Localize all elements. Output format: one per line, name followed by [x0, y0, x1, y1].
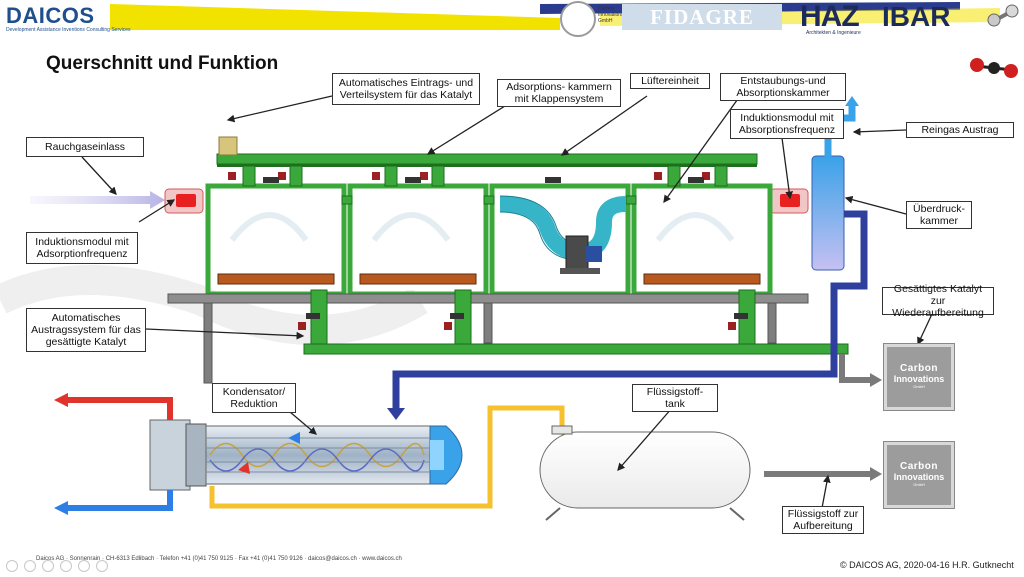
- induction-module-left: [164, 188, 204, 214]
- label-luefter: Lüftereinheit: [630, 73, 710, 89]
- molecule-logo-icon: [987, 4, 1019, 27]
- haz-tagline: Architekten & Ingenieure: [806, 30, 861, 36]
- daicos-logo: DAICOS: [6, 3, 95, 28]
- label-ueberdruck: Überdruck- kammer: [906, 201, 972, 229]
- carbon-innovations-box-liquid: Carbon Innovations GmbH: [883, 441, 955, 509]
- haz-logo: HAZ: [800, 0, 860, 33]
- label-kondensator: Kondensator/ Reduktion: [212, 383, 296, 413]
- label-adsorptionskammern: Adsorptions- kammern mit Klappensystem: [497, 79, 621, 107]
- carbon-box-line3: GmbH: [913, 482, 925, 487]
- grey-arrow-liquid: [870, 467, 882, 481]
- label-fluessigstofftank: Flüssigstoff- tank: [632, 384, 718, 412]
- fidagre-logo: FIDAGRE: [622, 4, 782, 30]
- liquid-tank: [539, 425, 751, 521]
- carbon-innovations-box-catalyst: Carbon Innovations GmbH: [883, 343, 955, 411]
- carbon-box-line1: Carbon: [900, 461, 938, 472]
- top-distribution-pipe: [216, 153, 758, 165]
- nav-slides-icon[interactable]: [78, 560, 90, 572]
- flue-gas-inlet-arrow: [30, 191, 165, 209]
- flap-arrows: [229, 212, 735, 242]
- valve-handles: [228, 172, 710, 180]
- red-outlet-pipe: [66, 397, 173, 420]
- label-reingas: Reingas Austrag: [906, 122, 1014, 138]
- nav-prev-icon[interactable]: [6, 560, 18, 572]
- carbon-box-line1: Carbon: [900, 363, 938, 374]
- footer-contact: Daicos AG · Sonnenrain · CH-6313 Edlibac…: [36, 556, 402, 562]
- nav-pen-icon[interactable]: [42, 560, 54, 572]
- discharge-actuators: [306, 313, 748, 319]
- feed-hopper: [218, 136, 238, 156]
- label-induktion-right: Induktionsmodul mit Absorptionsfrequenz: [730, 109, 844, 139]
- blue-outlet-pipe: [66, 490, 173, 511]
- condenser-coil: [209, 442, 425, 472]
- red-outlet-arrow: [54, 393, 68, 407]
- grey-pipe-catalyst: [839, 354, 872, 383]
- grey-arrow-catalyst: [870, 373, 882, 387]
- discharge-valves: [298, 322, 736, 330]
- label-fluessigstoff-aufbereitung: Flüssigstoff zur Aufbereitung: [782, 506, 864, 534]
- blue-return-arrow: [387, 408, 405, 420]
- page-title: Querschnitt und Funktion: [46, 53, 279, 74]
- leader-lines: [81, 95, 933, 509]
- bottom-discharge-pipe: [303, 343, 849, 355]
- condenser-tubes: [206, 437, 430, 473]
- label-eintragssystem: Automatisches Eintrags- und Verteilsyste…: [332, 73, 480, 105]
- label-entstaubung: Entstaubungs-und Absorptionskammer: [720, 73, 846, 101]
- label-austragssystem: Automatisches Austragssystem für das ges…: [26, 308, 146, 352]
- ibar-logo: IBAR: [882, 1, 951, 32]
- condenser-unit: [149, 419, 463, 491]
- header-bar: DAICOS Development Assistance Inventions…: [0, 0, 1024, 40]
- carbon-box-line2: Innovations: [893, 374, 945, 384]
- feed-valves: [242, 165, 728, 187]
- clean-gas-arrow: [845, 96, 859, 106]
- fan-motor: [560, 235, 602, 274]
- blue-return-pipe: [392, 210, 868, 412]
- catalyst-beds: [217, 273, 761, 285]
- slide-nav-bar: [6, 560, 108, 574]
- nav-next-icon[interactable]: [24, 560, 36, 572]
- blue-outlet-arrow: [54, 501, 68, 515]
- nav-more-icon[interactable]: [96, 560, 108, 572]
- support-legs: [203, 302, 777, 384]
- pressure-chamber: [811, 155, 845, 271]
- carbon-innovations-logo-text: Carbon Innovations GmbH: [598, 6, 624, 24]
- support-deck: [167, 293, 809, 304]
- actuators: [263, 177, 704, 183]
- yellow-liquid-pipe: [209, 405, 565, 509]
- carbon-box-line3: GmbH: [913, 384, 925, 389]
- label-rauchgaseinlass: Rauchgaseinlass: [26, 137, 144, 157]
- label-gesaettigtes-katalyt: Gesättigtes Katalyt zur Wiederaufbereitu…: [882, 283, 994, 319]
- condenser-inner-blue-arrow: [288, 432, 300, 444]
- co2-molecule-icon: [970, 58, 1018, 78]
- nav-zoom-icon[interactable]: [60, 560, 72, 572]
- label-induktion-left: Induktionsmodul mit Adsorptionfrequenz: [26, 232, 138, 264]
- carbon-box-line2: Innovations: [893, 472, 945, 482]
- condenser-inner-red-arrow: [238, 462, 250, 474]
- footer-copyright: © DAICOS AG, 2020-04-16 H.R. Gutknecht: [840, 560, 1014, 570]
- daicos-tagline: Development Assistance Inventions Consul…: [6, 27, 131, 33]
- carbon-innovations-logo-icon: [560, 1, 596, 37]
